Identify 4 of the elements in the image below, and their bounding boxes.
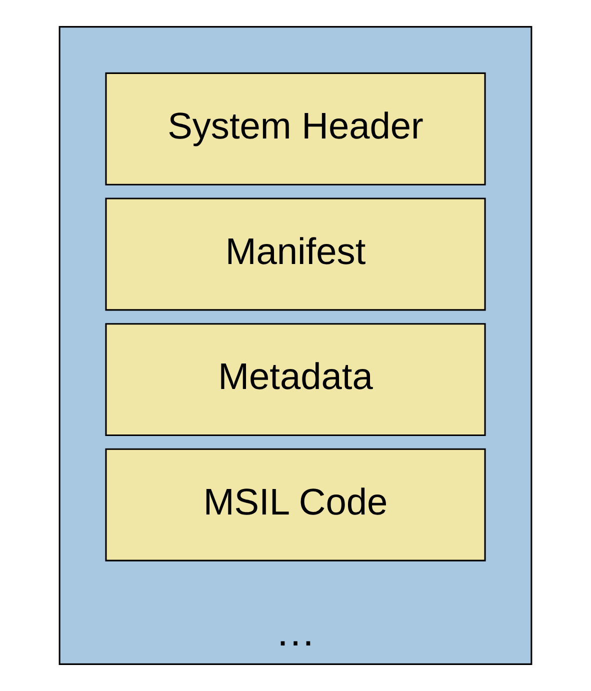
node-box: Manifest [105,198,486,311]
node-box: Metadata [105,323,486,436]
node-box: System Header [105,72,486,186]
node-box: MSIL Code [105,448,486,562]
